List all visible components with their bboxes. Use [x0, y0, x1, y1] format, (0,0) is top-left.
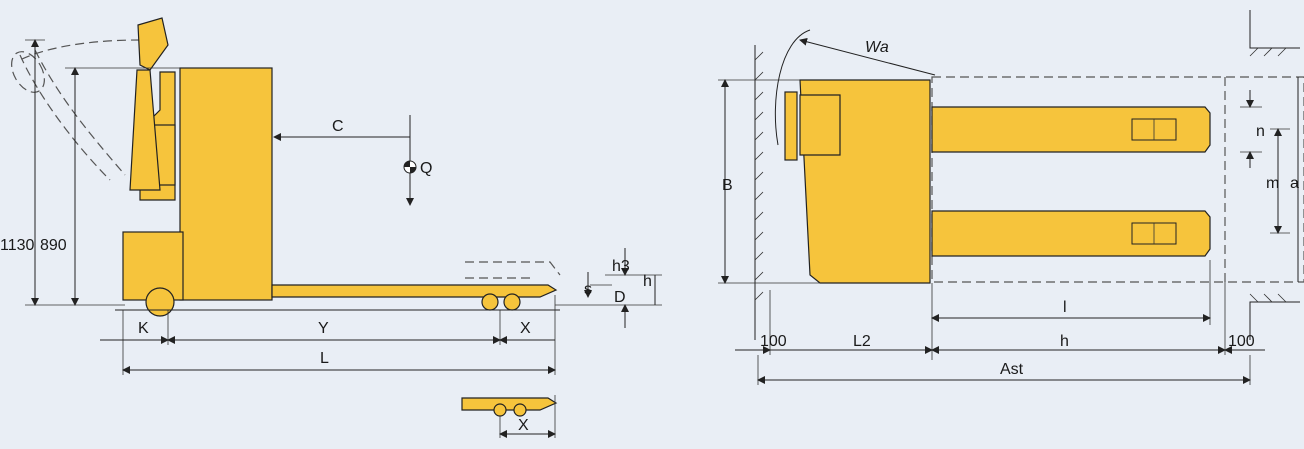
wa-dimension-line [799, 37, 936, 76]
tiller-swing-arc [19, 39, 141, 61]
top-view: Wa B n m a l 100 L2 h 100 [718, 10, 1304, 385]
n-label: n [1256, 123, 1265, 140]
clear-left-label: 100 [760, 333, 787, 350]
clear-right-label: 100 [1228, 333, 1255, 350]
q-label: Q [420, 160, 432, 177]
a-label: a [1290, 175, 1299, 192]
tiller-arm [129, 69, 161, 191]
l-fork-label: l [1063, 299, 1067, 316]
pallet-corner-bottom [1249, 301, 1300, 340]
b-label: B [722, 177, 733, 194]
height-1130-label: 1130 [0, 237, 35, 254]
tiller-dashed-outline-1 [19, 54, 111, 181]
truck-base [122, 231, 184, 301]
x-label: X [520, 320, 531, 337]
tiller-head-dashed [11, 51, 45, 93]
load-roller-1 [481, 293, 499, 311]
tiller-dashed-outline-2 [34, 49, 126, 176]
h-label: h [643, 273, 652, 290]
l-label: L [320, 350, 329, 367]
x-detail-label: X [518, 417, 529, 434]
drive-wheel [145, 287, 175, 317]
tiller-mount-top [799, 94, 841, 156]
wa-label: Wa [865, 39, 889, 56]
side-view: 1130 890 C Q h3 h s D K Y X L [0, 17, 662, 438]
fork-upper [931, 106, 1211, 153]
s-label: s [584, 281, 592, 298]
tiller-handle [137, 17, 169, 71]
y-label: Y [318, 320, 329, 337]
pallet-corner-top [1249, 10, 1300, 49]
load-roller-2 [503, 293, 521, 311]
c-label: C [332, 118, 344, 135]
k-label: K [138, 320, 149, 337]
tiller-handle-top [784, 91, 798, 161]
height-890-label: 890 [40, 237, 67, 254]
m-label: m [1266, 175, 1279, 192]
ast-label: Ast [1000, 361, 1024, 378]
pallet-outline [931, 76, 1304, 283]
d-label: D [614, 289, 626, 306]
h-top-label: h [1060, 333, 1069, 350]
raised-fork-dashed [465, 261, 561, 279]
truck-body [179, 67, 273, 301]
fork-lower [931, 210, 1211, 257]
h3-label: h3 [612, 258, 630, 275]
fork-detail [461, 397, 558, 411]
fork-side [271, 284, 558, 298]
l2-label: L2 [853, 333, 871, 350]
